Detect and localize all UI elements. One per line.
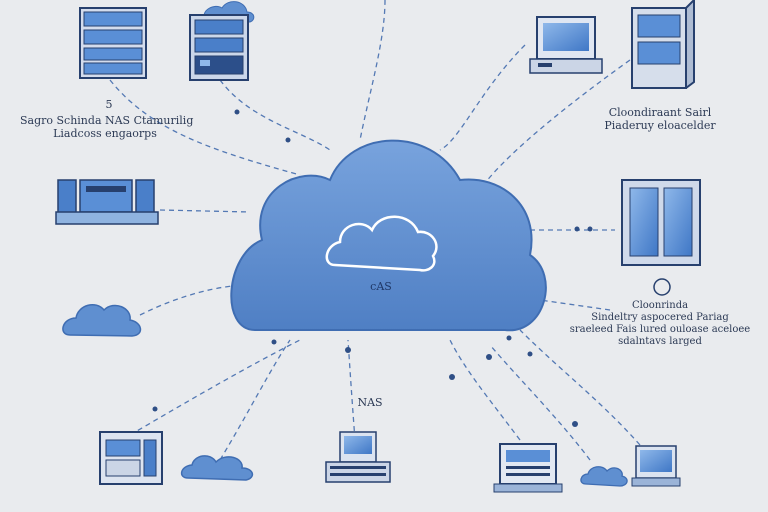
laptop-icon bbox=[493, 443, 563, 493]
link-bottom-left-cloud bbox=[219, 339, 291, 461]
left-label-sub: Liadcoss engaorps bbox=[53, 127, 157, 140]
main-cloud-icon: cAS bbox=[230, 139, 547, 332]
right-mid-label-3: sraeleed Fais lured ouloase aceloee bbox=[569, 324, 751, 335]
nas-label: NAS bbox=[357, 396, 383, 409]
status-circle-icon bbox=[653, 278, 671, 296]
center-label: cAS bbox=[370, 280, 392, 293]
server-rack-icon bbox=[79, 7, 147, 79]
right-top-label-title: Cloondiraant Sairl bbox=[608, 106, 712, 119]
link-top-right-monitor bbox=[439, 44, 526, 151]
bottom-cloud-icon bbox=[180, 455, 254, 481]
link-top-center bbox=[359, 0, 386, 141]
link-top-left-server bbox=[109, 79, 301, 176]
link-bottom-right-device bbox=[519, 329, 641, 446]
nas-device-icon bbox=[325, 431, 391, 483]
printer-device-icon bbox=[99, 431, 163, 485]
link-right-mid bbox=[539, 299, 611, 311]
tablet-device-icon bbox=[631, 445, 681, 487]
bottom-right-cloud-icon bbox=[580, 466, 628, 487]
link-bottom-right-laptop bbox=[449, 339, 521, 441]
link-top-right-tower bbox=[479, 59, 631, 191]
desktop-monitor-icon bbox=[529, 16, 603, 74]
link-left-device bbox=[159, 209, 251, 213]
link-bottom-center bbox=[347, 339, 356, 441]
right-top-label: Cloondiraant Sairl Piaderuy eloacelder bbox=[600, 106, 720, 132]
connection-lines bbox=[109, 0, 641, 461]
left-label: Sagro Schinda NAS Ctamurilig Liadcoss en… bbox=[20, 114, 194, 140]
link-top-server bbox=[219, 79, 331, 151]
right-mid-label-1: Cloonrinda bbox=[631, 300, 689, 311]
cloud-server-icon bbox=[189, 1, 255, 81]
right-mid-label-2: Sindeltry aspocered Pariag bbox=[591, 312, 729, 323]
link-bottom-right-cloud bbox=[489, 344, 591, 461]
connection-nodes bbox=[152, 109, 593, 427]
link-bottom-left-device bbox=[129, 339, 301, 436]
server-tower-icon bbox=[631, 0, 695, 89]
network-switch-icon bbox=[55, 179, 159, 225]
left-label-title: Sagro Schinda NAS Ctamurilig bbox=[20, 114, 194, 127]
right-top-label-sub: Piaderuy eloacelder bbox=[604, 119, 716, 132]
storage-cabinet-icon bbox=[621, 179, 701, 266]
small-cloud-icon bbox=[62, 303, 142, 337]
right-mid-label-4: sdalntavs larged bbox=[618, 336, 702, 347]
left-small-num: 5 bbox=[105, 98, 113, 111]
right-mid-label: Cloonrinda Sindeltry aspocered Pariag sr… bbox=[560, 300, 760, 348]
